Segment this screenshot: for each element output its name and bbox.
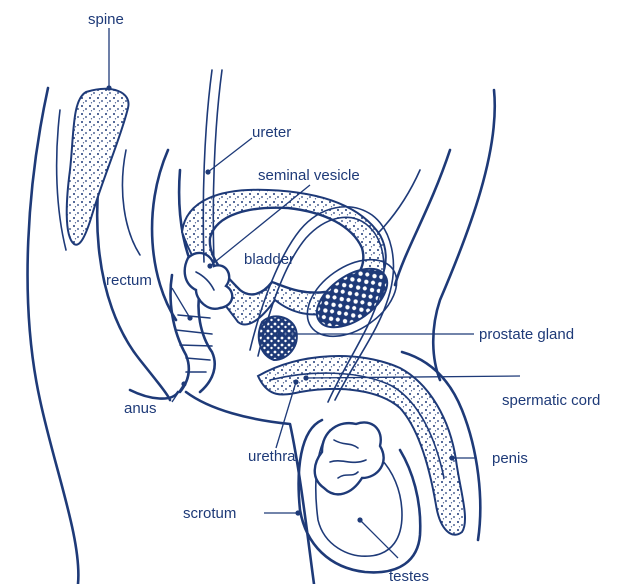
label-urethra: urethra <box>248 448 296 465</box>
label-penis: penis <box>492 450 528 467</box>
label-prostate-gland: prostate gland <box>479 326 574 343</box>
label-ureter: ureter <box>252 124 291 141</box>
scrotum-testes-illustration <box>299 420 421 572</box>
label-rectum: rectum <box>106 272 152 289</box>
spine-illustration <box>57 89 129 250</box>
prostate-gland-illustration <box>259 316 297 360</box>
label-bladder: bladder <box>244 251 294 268</box>
label-spine: spine <box>88 11 124 28</box>
label-anus: anus <box>124 400 157 417</box>
label-scrotum: scrotum <box>183 505 236 522</box>
label-testes: testes <box>389 568 429 584</box>
label-seminal-vesicle: seminal vesicle <box>258 167 360 184</box>
label-spermatic-cord: spermatic cord <box>502 392 600 409</box>
